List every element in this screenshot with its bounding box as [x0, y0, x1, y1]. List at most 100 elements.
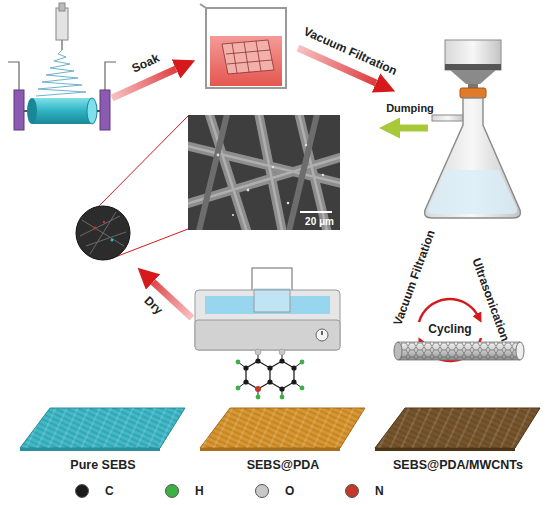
- pda-molecule: [256, 395, 261, 400]
- step-label: Soak: [130, 52, 162, 77]
- filtration-flask: [445, 64, 501, 70]
- step-label: Ultrasonication: [469, 257, 512, 344]
- sem-image: [217, 144, 325, 216]
- sample-disc: [111, 239, 114, 242]
- sebs-pda-mat: [200, 408, 365, 451]
- pda-molecule: [246, 361, 294, 389]
- sem-image: [287, 202, 290, 205]
- filtration-flask: [450, 70, 496, 84]
- carbon-nanotube: [398, 342, 520, 360]
- filtration-flask: [445, 40, 501, 70]
- legend-swatch: [345, 484, 359, 498]
- pda-molecule: [236, 360, 305, 400]
- sebs-pda-mat: [200, 408, 365, 448]
- legend-label: N: [375, 484, 384, 498]
- sem-image: [217, 154, 220, 157]
- electrospinning-setup: [87, 98, 97, 124]
- legend-item: N: [345, 484, 384, 498]
- filtration-flask: [460, 88, 486, 98]
- pda-molecule: [243, 358, 296, 391]
- pda-molecule: [255, 349, 285, 355]
- pda-molecule: [236, 360, 241, 365]
- carbon-nanotube: [516, 342, 524, 360]
- electrospinning-setup: [61, 40, 62, 50]
- pda-molecule: [255, 358, 260, 363]
- cycling-arrow: [419, 299, 478, 322]
- sample-disc: [76, 206, 130, 260]
- sample-label: SEBS@PDA: [247, 458, 320, 472]
- sebs-pda-mwcnt-mat: [375, 408, 540, 448]
- sem-image: [188, 115, 340, 230]
- soak-beaker: [210, 36, 282, 86]
- sebs-pda-mwcnt-mat: [375, 408, 540, 451]
- pda-molecule: [238, 352, 302, 397]
- sem-image: [322, 174, 324, 176]
- sebs-pda-mwcnt-mat: [375, 408, 540, 448]
- carbon-nanotube: [398, 342, 520, 360]
- electrospinning-setup: [36, 50, 86, 96]
- sebs-pda-mwcnt-mat: [375, 408, 540, 448]
- legend-item: O: [255, 484, 294, 498]
- pda-molecule: [291, 365, 296, 370]
- step-label: Vacuum Filtration: [391, 228, 438, 327]
- electrospinning-setup: [14, 90, 24, 130]
- ultrasonic-bath: [195, 268, 340, 350]
- pure-sebs-mat: [20, 408, 185, 451]
- sem-image: [247, 189, 250, 192]
- legend-item: H: [165, 484, 204, 498]
- scale-bar-label: 20 μm: [305, 216, 334, 227]
- sebs-pda-mwcnt-mat: [375, 448, 515, 451]
- electrospinning-setup: [8, 62, 116, 90]
- filtration-flask: [425, 40, 521, 218]
- electrospinning-setup: [27, 98, 37, 124]
- electrospinning-setup: [100, 90, 110, 130]
- ultrasonic-bath: [252, 268, 292, 312]
- pure-sebs-mat: [20, 408, 185, 448]
- carbon-nanotube: [394, 342, 524, 360]
- sem-image-box: 20 μm: [188, 115, 340, 230]
- soak-arrow: [112, 69, 176, 98]
- pda-molecule: [236, 386, 241, 391]
- dumping-arrow: [400, 125, 428, 132]
- soak-beaker: [226, 41, 272, 73]
- soak-beaker: [222, 40, 274, 74]
- filtration-flask: [425, 98, 521, 218]
- electrospinning-setup: [24, 110, 100, 112]
- legend-item: C: [75, 484, 114, 498]
- legend-label: H: [195, 484, 204, 498]
- pda-molecule: [267, 379, 272, 384]
- electrospinning-setup: [56, 8, 68, 40]
- pda-molecule: [279, 358, 284, 363]
- ultrasonic-bath: [321, 331, 323, 335]
- pda-molecule: [300, 386, 305, 391]
- sem-image: [272, 166, 274, 168]
- soak-beaker: [222, 40, 274, 74]
- sem-image: [300, 211, 332, 213]
- sample-disc: [80, 212, 126, 254]
- pda-molecule: [300, 360, 305, 365]
- legend-label: O: [285, 484, 294, 498]
- electrospinning-setup: [59, 3, 65, 11]
- pda-molecule: [267, 365, 272, 370]
- soak-beaker: [200, 4, 286, 88]
- legend-swatch: [255, 484, 269, 498]
- electrospinning-setup: [32, 98, 92, 124]
- pda-molecule: [255, 386, 261, 392]
- sample-label: Pure SEBS: [70, 458, 135, 472]
- sem-image: [232, 214, 234, 216]
- soak-beaker: [206, 8, 286, 88]
- step-label: Cycling: [428, 323, 471, 337]
- step-label: Dumping: [386, 102, 434, 115]
- filtration-flask: [428, 170, 517, 214]
- sample-disc: [103, 221, 105, 223]
- ultrasonic-bath: [316, 329, 328, 341]
- pda-molecule: [255, 349, 261, 355]
- carbon-nanotube: [394, 342, 402, 360]
- sem-image: [305, 144, 307, 146]
- pure-sebs-mat: [20, 408, 185, 448]
- sebs-pda-mat: [200, 408, 365, 448]
- sem-image: [188, 115, 340, 230]
- pda-molecule: [243, 365, 248, 370]
